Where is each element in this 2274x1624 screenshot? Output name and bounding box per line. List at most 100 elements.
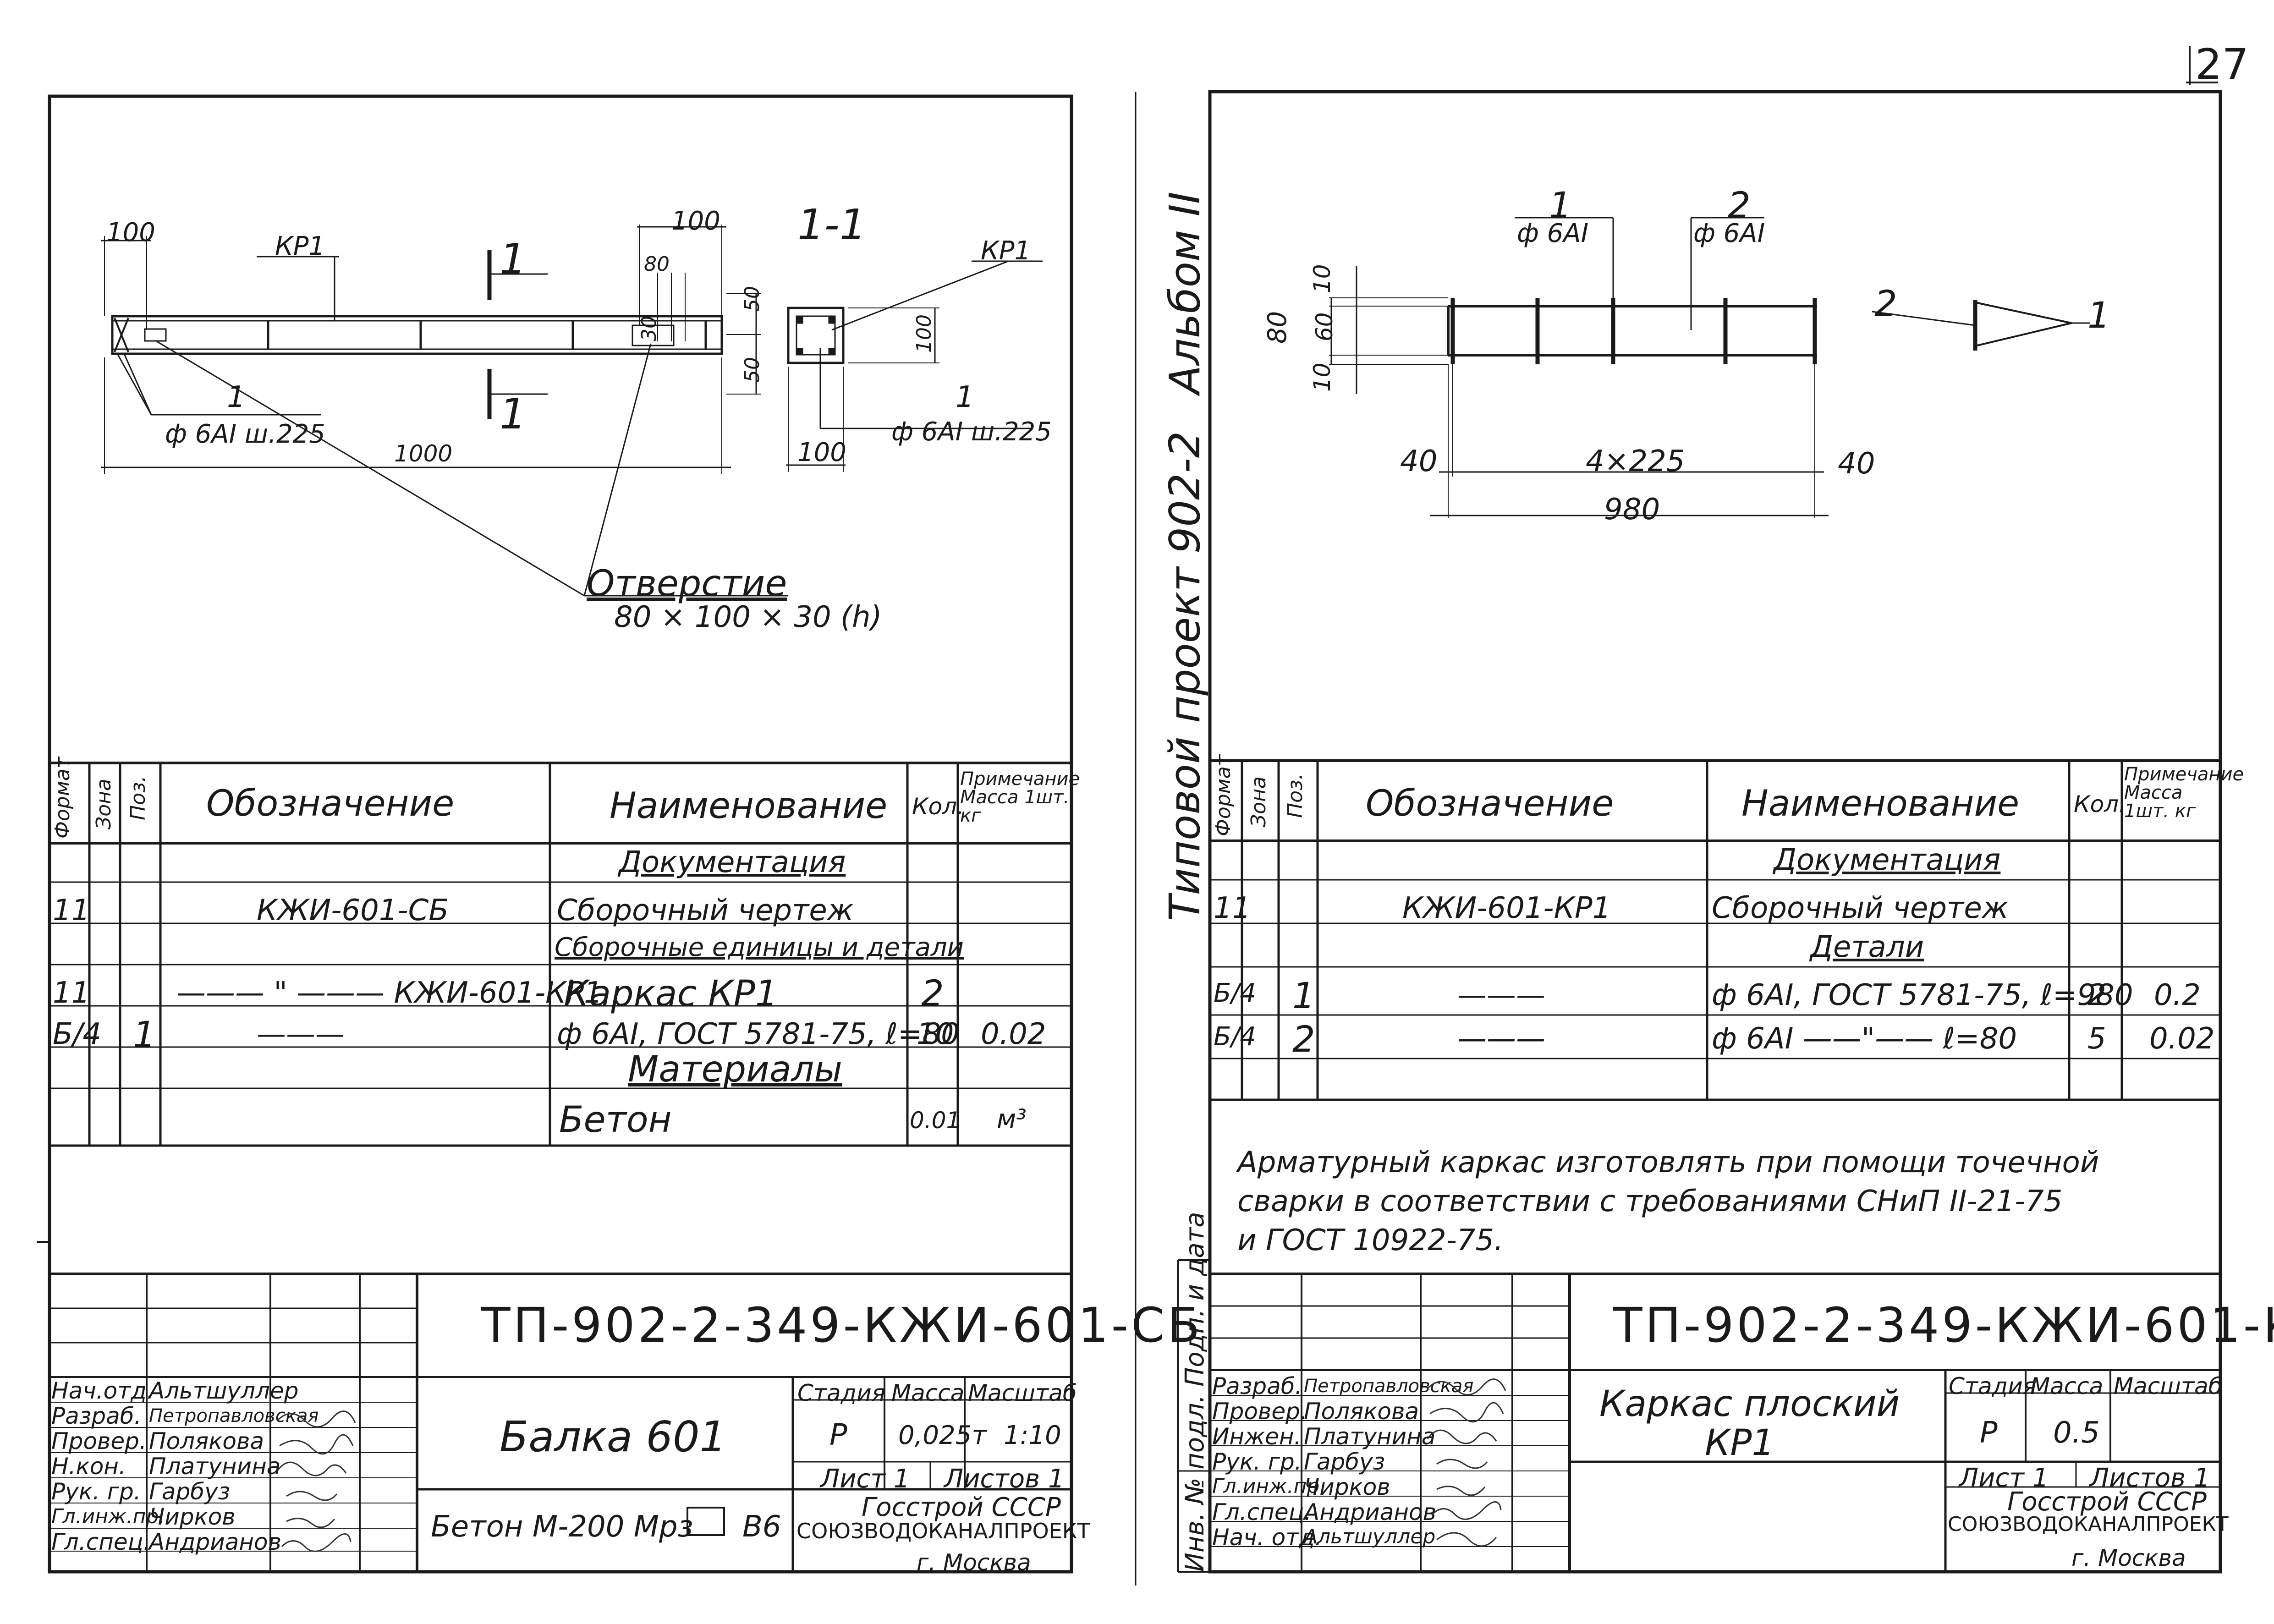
role-1: Разраб. <box>51 1403 142 1429</box>
dim-40-left: 40 <box>1400 444 1438 478</box>
pos-1-bar-right: ф 6АI <box>1517 219 1589 248</box>
spec-header-note: Примечание Масса 1шт. кг <box>960 768 1080 826</box>
person-r-4: Чирков <box>1304 1474 1390 1500</box>
spec-r-r3-format: Б/4 <box>1214 1022 1256 1052</box>
title-r-header-stage: Стадия <box>1949 1373 2037 1399</box>
person-r-1: Полякова <box>1304 1398 1419 1425</box>
title-r-stage: Р <box>1980 1416 1998 1450</box>
spec-r-r3-code: ——— <box>1457 1022 1545 1056</box>
dim-80-right: 80 <box>1263 311 1292 344</box>
role-r-2: Инжен. <box>1212 1423 1302 1450</box>
spec-r1-code: КЖИ-601-СБ <box>257 894 449 927</box>
spec-r-r1-code: КЖИ-601-КР1 <box>1402 891 1611 925</box>
person-r-2: Платунина <box>1304 1423 1436 1450</box>
dim-100-right: 100 <box>671 206 720 236</box>
person-r-3: Гарбуз <box>1304 1448 1385 1475</box>
dim-50-top: 50 <box>741 286 764 312</box>
pos-2-label-right: 2 <box>1728 185 1751 226</box>
title-org-city: г. Москва <box>917 1549 1031 1576</box>
title-code: ТП-902-2-349-КЖИ-601-СБ <box>481 1297 1203 1353</box>
spec-r2-name: Каркас КР1 <box>564 973 778 1015</box>
bar-spec-label: ф 6АI ш.225 <box>165 419 325 449</box>
role-r-4: Гл.инж.пр. <box>1212 1475 1326 1498</box>
role-6: Гл.спец. <box>51 1529 151 1555</box>
spec-r-r2-note: 0.2 <box>2154 978 2201 1012</box>
person-r-0: Петропавловская <box>1304 1376 1474 1397</box>
dim-100-section-height: 100 <box>912 314 936 353</box>
spec-r2-code: ——— " ——— КЖИ-601-КР1 <box>176 976 603 1010</box>
spec-r-r3-pos: 2 <box>1292 1019 1315 1060</box>
title-r-sheet: Лист 1 <box>1959 1463 2049 1493</box>
note-line-1: Арматурный каркас изготовлять при помощи… <box>1237 1146 2099 1180</box>
spec-r-r2-qty: 2 <box>2087 978 2106 1012</box>
signatures-left <box>276 1410 356 1552</box>
note-line-3: и ГОСТ 10922-75. <box>1237 1223 1504 1257</box>
spec-r-r2-code: ——— <box>1457 978 1545 1012</box>
spec-r-header-zone: Зона <box>1247 776 1270 827</box>
dim-1000: 1000 <box>394 440 453 467</box>
person-6: Андрианов <box>149 1529 282 1555</box>
title-sheets: Листов 1 <box>944 1464 1065 1494</box>
note-line-2: сварки в соответствии с требованиями СНи… <box>1237 1185 2063 1218</box>
spec-header-qty: Кол. <box>912 793 964 820</box>
project-label: Типовой проект 902-2 <box>1160 431 1209 921</box>
spec-r-header-name: Наименование <box>1741 783 2020 824</box>
spec-r3-qty: 10 <box>917 1017 954 1051</box>
spec-r3-name: ф 6АI, ГОСТ 5781-75, ℓ=80 <box>557 1017 960 1051</box>
role-r-5: Гл.спец. <box>1212 1499 1312 1525</box>
spec-r-r2-name: ф 6АI, ГОСТ 5781-75, ℓ=980 <box>1712 978 2133 1012</box>
title-concrete-suffix: В6 <box>742 1510 781 1544</box>
title-org-name: СОЮЗВОДОКАНАЛПРОЕКТ <box>796 1519 1090 1543</box>
page-number: 27 <box>2195 40 2249 89</box>
dim-100-left: 100 <box>106 218 155 247</box>
spec-r-header-note: Примечание Масса 1шт. кг <box>2124 764 2244 822</box>
role-r-3: Рук. гр. <box>1212 1448 1302 1475</box>
dim-10-top: 10 <box>1309 264 1335 293</box>
title-r-org-ministry: Госстрой СССР <box>2007 1487 2207 1517</box>
kp1-section-label: КР1 <box>981 236 1031 266</box>
spec-section-materials: Материалы <box>628 1049 842 1090</box>
spec-header-format: Формат <box>51 757 74 839</box>
person-1: Петропавловская <box>149 1405 319 1426</box>
title-scale: 1:10 <box>1004 1421 1061 1450</box>
spec-r-header-format: Формат <box>1212 754 1235 836</box>
pos-2-bar-right: ф 6АI <box>1693 219 1765 248</box>
title-header-mass: Масса <box>891 1380 965 1406</box>
spec-r3-format: Б/4 <box>53 1017 102 1051</box>
section-title: 1-1 <box>797 200 867 249</box>
spec-r-r1-format: 11 <box>1214 891 1251 925</box>
spec-r4-note: м³ <box>997 1104 1027 1134</box>
person-0: Альтшуллер <box>149 1377 299 1404</box>
spec-header-zone: Зона <box>92 779 115 829</box>
spec-r4-name: Бетон <box>559 1099 672 1141</box>
role-4: Рук. гр. <box>51 1478 141 1505</box>
spec-header-designation: Обозначение <box>206 783 455 824</box>
title-stage: Р <box>829 1418 847 1452</box>
spec-r1-format: 11 <box>53 894 90 927</box>
title-r-code: ТП-902-2-349-КЖИ-601-КР1 <box>1613 1297 2274 1353</box>
spec-header-pos: Поз. <box>126 775 150 820</box>
pos-1-label: 1 <box>227 380 246 414</box>
album-label: Альбом II <box>1160 192 1209 394</box>
role-5: Гл.инж.пр. <box>51 1505 165 1528</box>
dim-4x225: 4×225 <box>1586 444 1685 478</box>
spec-r-header-qty: Кол. <box>2074 791 2126 817</box>
bar-spec-section: ф 6АI ш.225 <box>891 417 1052 447</box>
role-0: Нач.отд. <box>51 1377 154 1404</box>
spec-r2-qty: 2 <box>921 973 944 1015</box>
spec-r-r3-note: 0.02 <box>2149 1022 2215 1056</box>
spec-r2-format: 11 <box>53 976 90 1010</box>
spec-section-units: Сборочные единицы и детали <box>555 933 964 962</box>
title-r-sheets: Листов 1 <box>2090 1463 2210 1493</box>
hole-size: 80 × 100 × 30 (h) <box>614 600 882 634</box>
title-header-stage: Стадия <box>797 1380 885 1406</box>
spec-r3-code: ——— <box>257 1017 345 1051</box>
role-r-1: Провер. <box>1212 1398 1307 1425</box>
role-r-6: Нач. отд. <box>1212 1524 1322 1551</box>
role-2: Провер. <box>51 1428 147 1454</box>
title-r-org-name: СОЮЗВОДОКАНАЛПРОЕКТ <box>1948 1513 2229 1536</box>
spec-r-r3-qty: 5 <box>2087 1022 2106 1056</box>
title-header-scale: Масштаб <box>968 1380 1077 1406</box>
hole-title: Отверстие <box>587 563 787 604</box>
